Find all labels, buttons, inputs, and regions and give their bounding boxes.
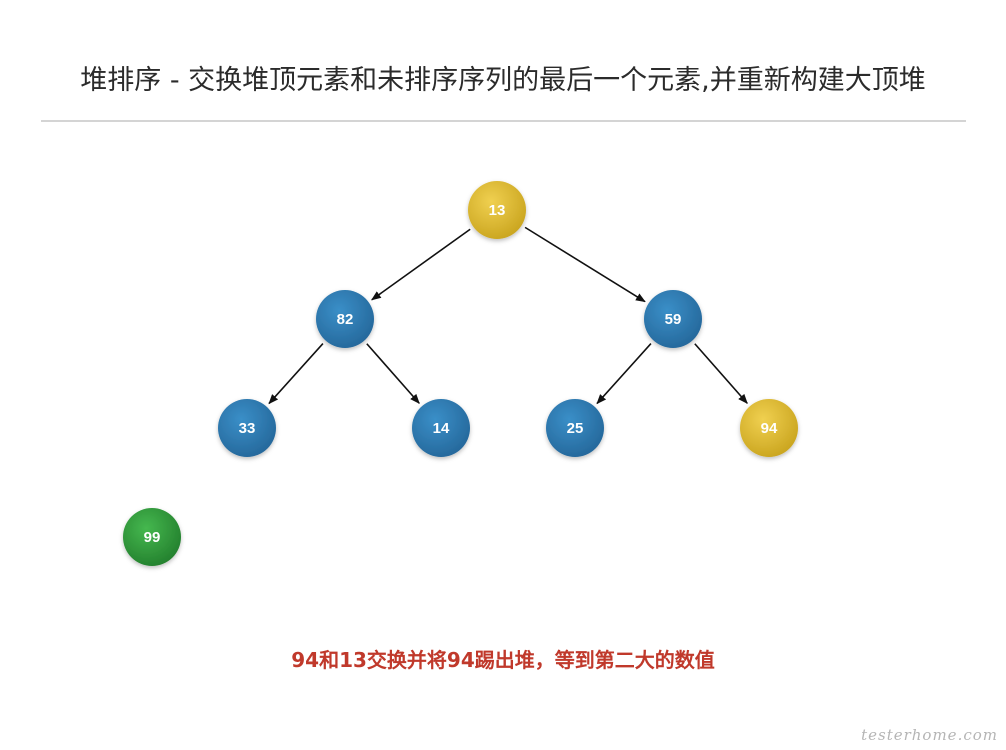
node-circle: [644, 290, 702, 348]
edge-n1-n4: [366, 343, 420, 404]
node-circle: [218, 399, 276, 457]
tree-node-99: 99: [123, 508, 181, 566]
tree-node-33: 33: [218, 399, 276, 457]
node-circle: [468, 181, 526, 239]
node-circle: [316, 290, 374, 348]
title-divider: [41, 120, 966, 122]
tree-node-13: 13: [468, 181, 526, 239]
tree-node-82: 82: [316, 290, 374, 348]
node-label: 13: [489, 202, 506, 219]
node-label: 25: [567, 420, 584, 437]
node-label: 33: [239, 420, 256, 437]
node-circle: [412, 399, 470, 457]
tree-node-14: 14: [412, 399, 470, 457]
node-label: 14: [433, 420, 450, 437]
tree-node-94: 94: [740, 399, 798, 457]
nodes-layer: 13 82 59 33 14 25 94 99: [123, 181, 798, 566]
caption-text: 94和13交换并将94踢出堆，等到第二大的数值: [291, 648, 715, 672]
edge-n2-n5: [596, 343, 652, 405]
edge-n2-n6: [694, 343, 748, 404]
node-label: 94: [761, 420, 778, 437]
node-label: 59: [665, 311, 682, 328]
edge-n1-n3: [268, 343, 324, 405]
node-circle: [546, 399, 604, 457]
edge-n0-n1: [371, 228, 471, 301]
slide-title: 堆排序 - 交换堆顶元素和未排序序列的最后一个元素,并重新构建大顶堆: [80, 65, 926, 96]
watermark: testerhome.com: [861, 726, 998, 744]
tree-node-59: 59: [644, 290, 702, 348]
node-label: 82: [337, 311, 354, 328]
edge-n0-n2: [524, 226, 646, 303]
node-label: 99: [144, 529, 161, 546]
node-circle: [123, 508, 181, 566]
node-circle: [740, 399, 798, 457]
tree-node-25: 25: [546, 399, 604, 457]
edges-layer: [268, 226, 748, 405]
